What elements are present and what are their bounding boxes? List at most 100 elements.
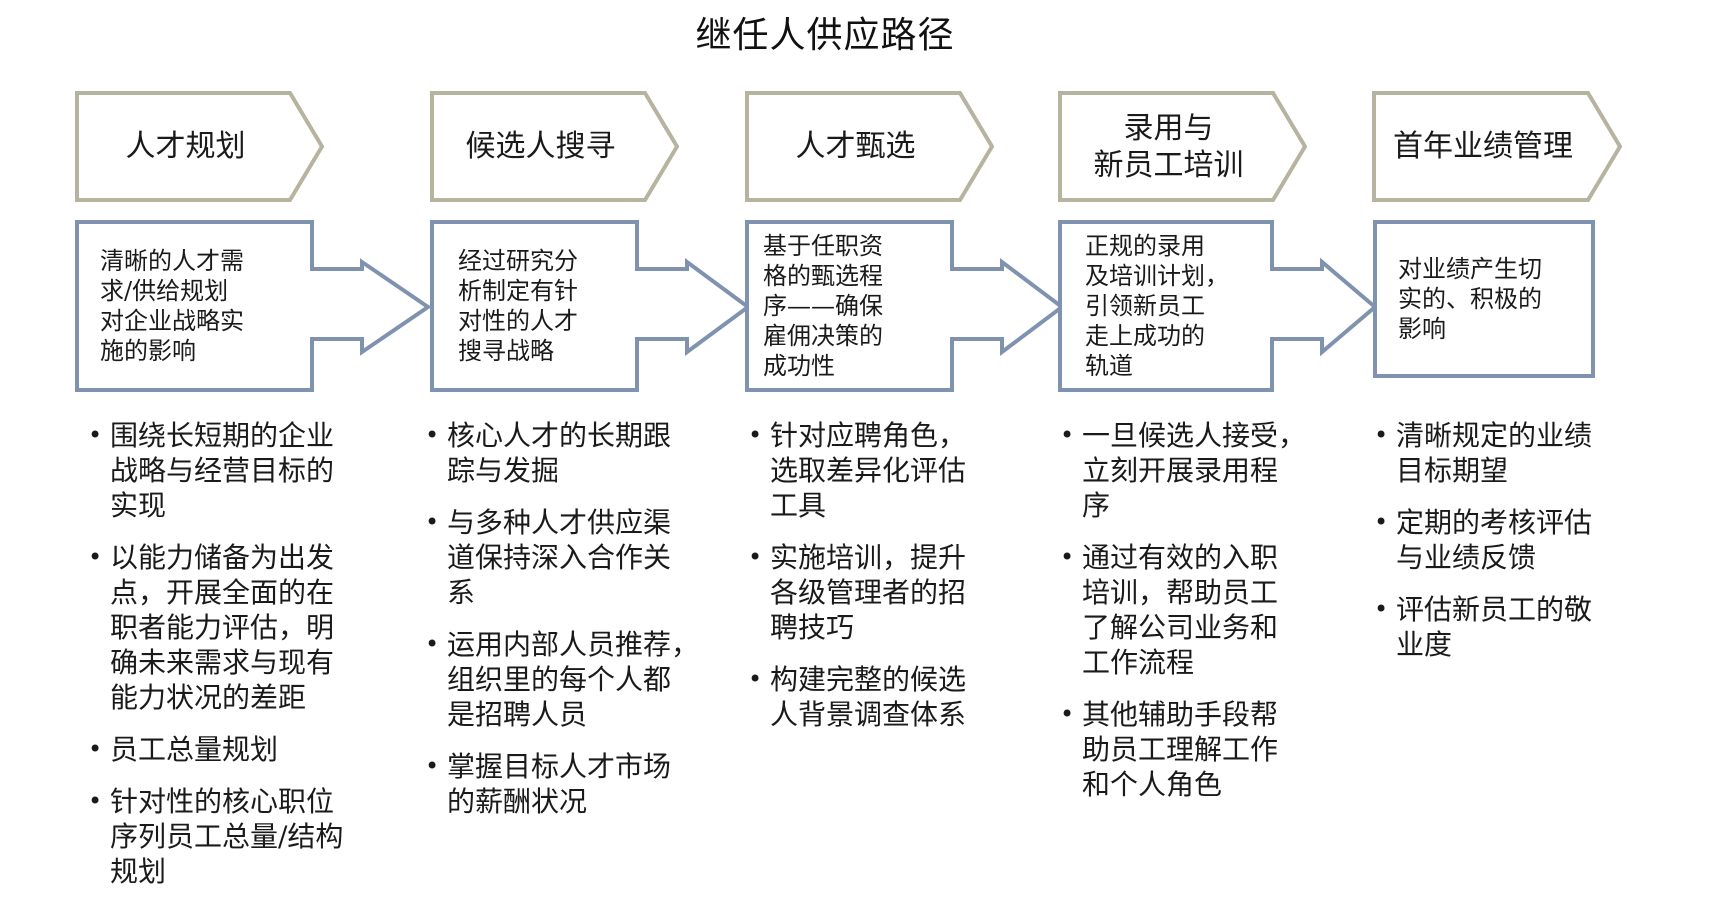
stage-label-3: 人才甄选 [751,93,960,200]
bullet-line: 评估新员工的敬 [1396,593,1593,626]
bullet-line: 能力状况的差距 [110,681,307,714]
stage-bullets-5: 清晰规定的业绩目标期望定期的考核评估与业绩反馈评估新员工的敬业度 [1374,418,1674,679]
bullet-line: 业度 [1396,628,1453,661]
bullet-line: 和个人角色 [1082,768,1223,801]
bullet-line: 与多种人才供应渠 [447,506,672,539]
description-line: 序——确保 [763,292,883,320]
bullet-line: 其他辅助手段帮 [1082,698,1279,731]
description-line: 求/供给规划 [100,277,229,305]
stage-box-shape-5 [1373,220,1595,378]
bullet-line: 道保持深入合作关 [447,541,672,574]
stage-label-2: 候选人搜寻 [436,93,645,200]
bullet-line: 针对性的核心职位 [110,785,335,818]
stage-description-1: 清晰的人才需求/供给规划对企业战略实施的影响 [100,224,308,388]
bullet-line: 掌握目标人才市场 [447,750,672,783]
bullet-line: 战略与经营目标的 [110,454,335,487]
description-line: 施的影响 [100,337,196,365]
bullet-item: 员工总量规划 [88,732,388,767]
stage-label-line: 人才规划 [125,129,246,164]
bullet-line: 序 [1082,489,1111,522]
bullet-line: 的薪酬状况 [447,785,588,818]
bullet-line: 核心人才的长期跟 [447,419,672,452]
description-line: 实的、积极的 [1398,285,1542,313]
stage-description-3: 基于任职资格的甄选程序——确保雇佣决策的成功性 [763,224,948,388]
stage-label-line: 首年业绩管理 [1393,129,1573,164]
stage-description-5: 对业绩产生切实的、积极的影响 [1398,224,1589,374]
stage-label-5: 首年业绩管理 [1378,93,1588,200]
description-line: 雇佣决策的 [763,322,883,350]
description-line: 对业绩产生切 [1398,255,1542,283]
bullet-line: 工具 [770,489,827,522]
bullet-line: 是招聘人员 [447,698,588,731]
bullet-line: 助员工理解工作 [1082,733,1279,766]
description-line: 对企业战略实 [100,307,244,335]
stage-tag-shape-4 [1058,91,1308,202]
bullet-line: 选取差异化评估 [770,454,967,487]
bullet-line: 各级管理者的招 [770,576,967,609]
stage-tag-shape-1 [75,91,325,202]
bullet-line: 人背景调查体系 [770,698,967,731]
bullet-line: 组织里的每个人都 [447,663,672,696]
bullet-line: 工作流程 [1082,646,1195,679]
bullet-line: 点，开展全面的在 [110,576,335,609]
description-line: 影响 [1398,315,1446,343]
stage-box-shape-2 [430,220,752,392]
description-line: 搜寻战略 [458,337,554,365]
bullet-line: 与业绩反馈 [1396,541,1537,574]
bullet-line: 目标期望 [1396,454,1509,487]
stage-box-shape-1 [75,220,432,392]
bullet-line: 清晰规定的业绩 [1396,419,1593,452]
bullet-line: 聘技巧 [770,611,855,644]
diagram-title: 继任人供应路径 [695,15,955,56]
bullet-line: 序列员工总量/结构 [110,820,344,853]
description-line: 轨道 [1085,352,1133,380]
bullet-line: 确未来需求与现有 [110,646,335,679]
bullet-line: 以能力储备为出发 [110,541,335,574]
stage-bullets-3: 针对应聘角色，选取差异化评估工具实施培训，提升各级管理者的招聘技巧构建完整的候选… [748,418,1048,749]
stage-description-2: 经过研究分析制定有针对性的人才搜寻战略 [458,224,633,388]
bullet-line: 构建完整的候选 [770,663,967,696]
description-line: 走上成功的 [1085,322,1205,350]
stage-label-line: 候选人搜寻 [465,129,616,164]
stage-label-1: 人才规划 [81,93,290,200]
description-line: 引领新员工 [1085,292,1205,320]
bullet-line: 实施培训，提升 [770,541,967,574]
stage-description-4: 正规的录用及培训计划，引领新员工走上成功的轨道 [1085,224,1268,388]
stage-box-shape-4 [1058,220,1379,392]
description-line: 正规的录用 [1085,232,1205,260]
description-line: 经过研究分 [458,247,578,275]
stage-label-4: 录用与新员工培训 [1064,93,1273,200]
bullet-line: 运用内部人员推荐， [447,628,700,661]
stage-bullets-4: 一旦候选人接受，立刻开展录用程序通过有效的入职培训，帮助员工了解公司业务和工作流… [1060,418,1360,819]
stage-box-shape-3 [745,220,1066,392]
stage-bullets-2: 核心人才的长期跟踪与发掘与多种人才供应渠道保持深入合作关系运用内部人员推荐，组织… [425,418,725,836]
stage-label-line: 人才甄选 [795,129,916,164]
bullet-line: 系 [447,576,476,609]
bullet-line: 规划 [110,855,167,888]
stage-tag-shape-2 [430,91,680,202]
stage-tag-shape-5 [1372,91,1623,202]
bullet-line: 立刻开展录用程 [1082,454,1279,487]
bullet-line: 了解公司业务和 [1082,611,1279,644]
bullet-line: 员工总量规划 [110,733,279,766]
description-line: 基于任职资 [763,232,883,260]
bullet-line: 踪与发掘 [447,454,560,487]
stage-tag-shape-3 [745,91,995,202]
stage-label-line: 录用与 [1123,110,1214,146]
bullet-line: 针对应聘角色， [770,419,967,452]
